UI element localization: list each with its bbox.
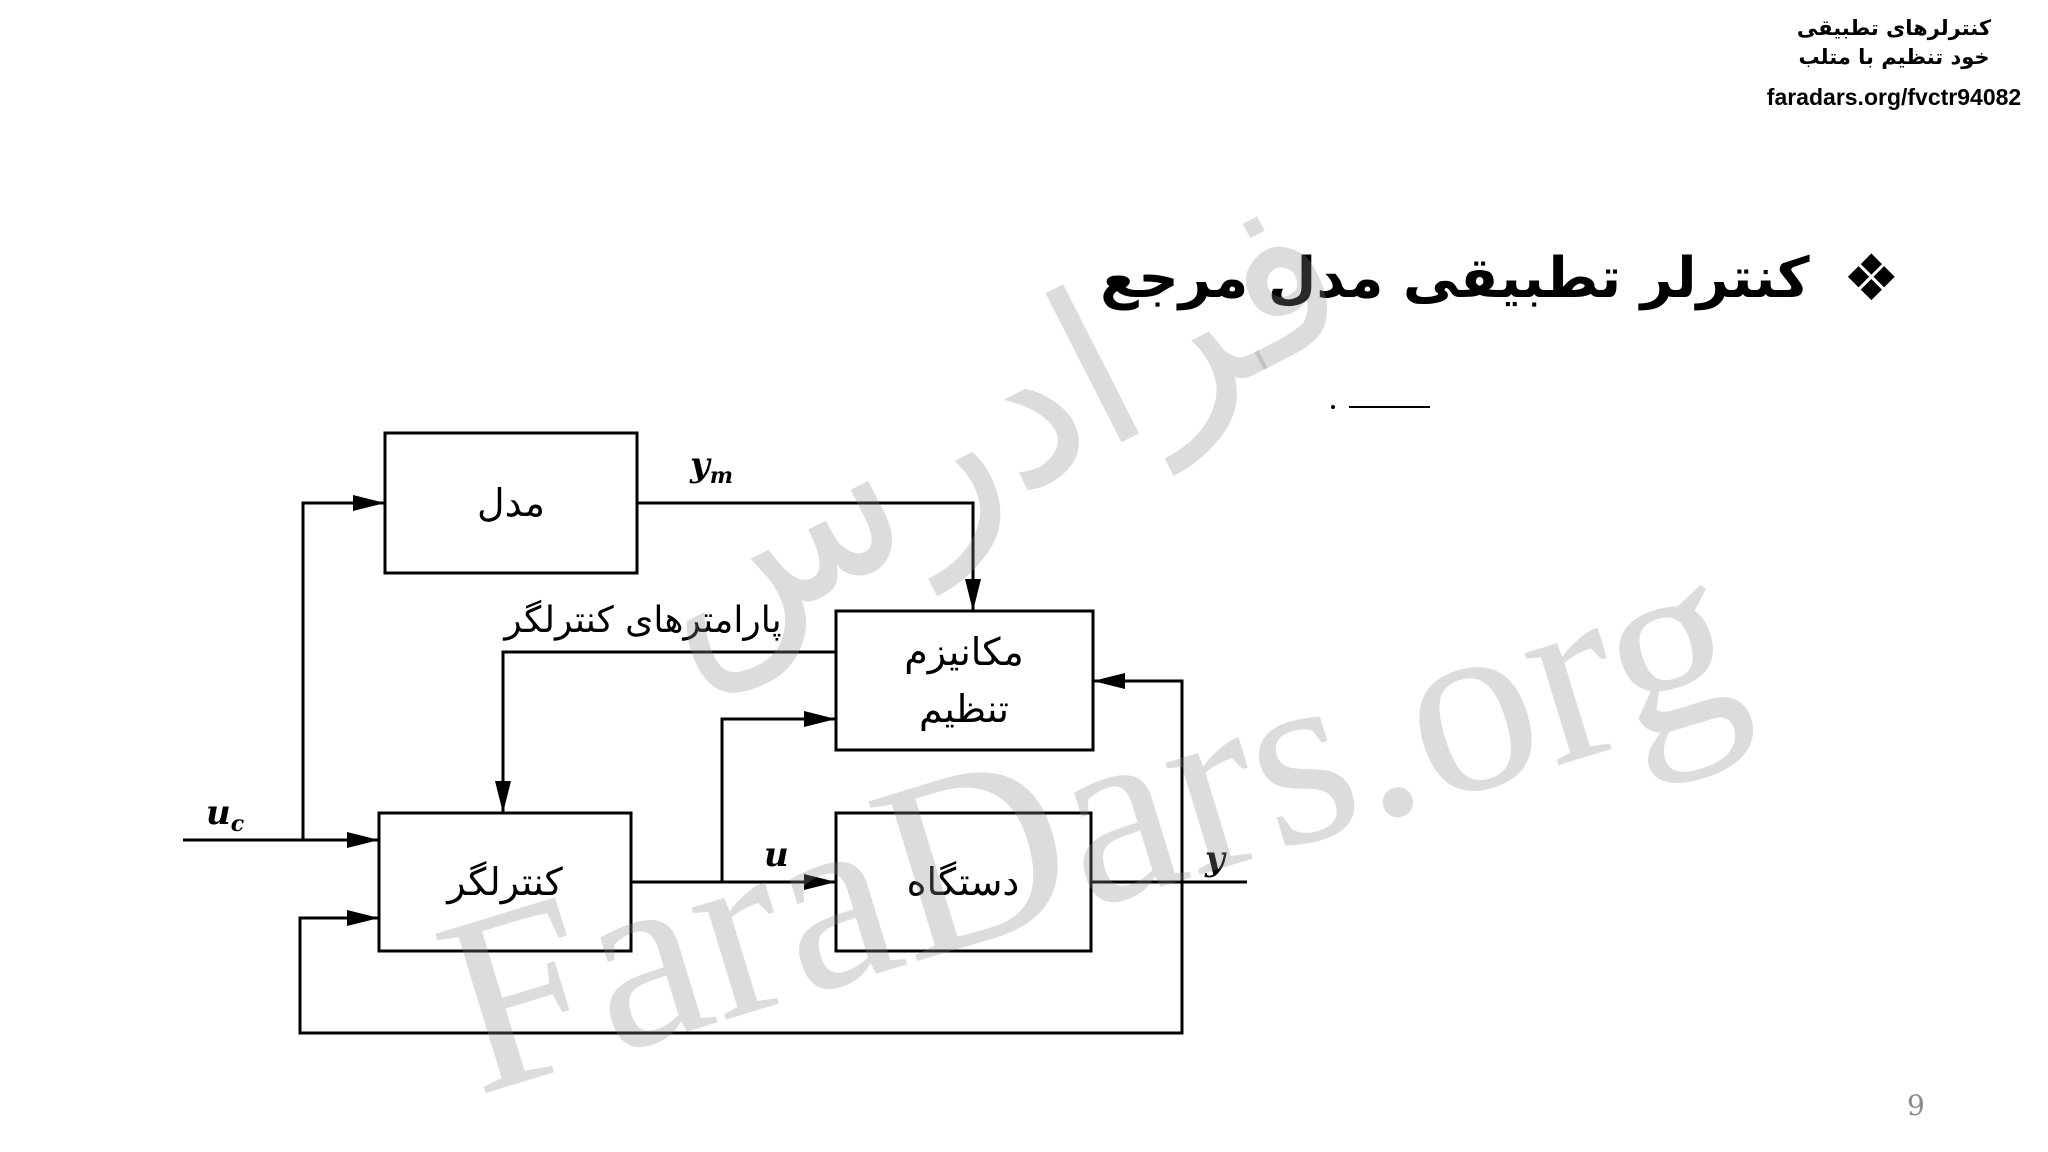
stray-rule-dot bbox=[1331, 405, 1335, 409]
course-title-line1: کنترلرهای تطبیقی bbox=[1796, 16, 1992, 40]
command-signal-subscript: c bbox=[231, 811, 245, 837]
course-header: کنترلرهای تطبیقی خود تنظیم با متلب farad… bbox=[1763, 14, 2025, 110]
adjustment-mechanism-label-line1: مکانیزم bbox=[904, 630, 1023, 675]
plant-block-label: دستگاه bbox=[907, 860, 1020, 904]
control-signal-label: u bbox=[764, 835, 789, 875]
slide-title-row: ❖ کنترلر تطبیقی مدل مرجع bbox=[1100, 244, 1900, 314]
diamond-bullet-icon: ❖ bbox=[1842, 242, 1900, 316]
controller-parameters-label: پارامترهای کنترلگر bbox=[502, 599, 781, 641]
controller-parameters-line bbox=[495, 650, 836, 813]
slide-title: کنترلر تطبیقی مدل مرجع bbox=[1100, 246, 1810, 311]
course-title-line2: خود تنظیم با متلب bbox=[1798, 45, 1990, 69]
page-number: 9 bbox=[1907, 1089, 1925, 1122]
model-output-base: y bbox=[689, 445, 712, 485]
adjustment-mechanism-label-line2: تنظیم bbox=[919, 687, 1009, 731]
command-signal-label: uc bbox=[206, 793, 245, 837]
command-signal-base: u bbox=[206, 793, 231, 833]
control-to-mechanism-line bbox=[720, 711, 836, 882]
plant-output-label: y bbox=[1204, 839, 1227, 879]
model-output-subscript: m bbox=[710, 463, 733, 489]
model-block-label: مدل bbox=[477, 481, 545, 525]
command-to-model-line bbox=[301, 495, 385, 840]
model-output-label: ym bbox=[689, 445, 733, 489]
output-feedback-to-controller-line bbox=[298, 882, 1184, 1035]
controller-block-label: کنترلگر bbox=[445, 860, 563, 905]
output-to-mechanism-line bbox=[1093, 673, 1184, 882]
model-output-line bbox=[637, 501, 981, 611]
course-url: faradars.org/fvctr94082 bbox=[1766, 84, 2022, 110]
